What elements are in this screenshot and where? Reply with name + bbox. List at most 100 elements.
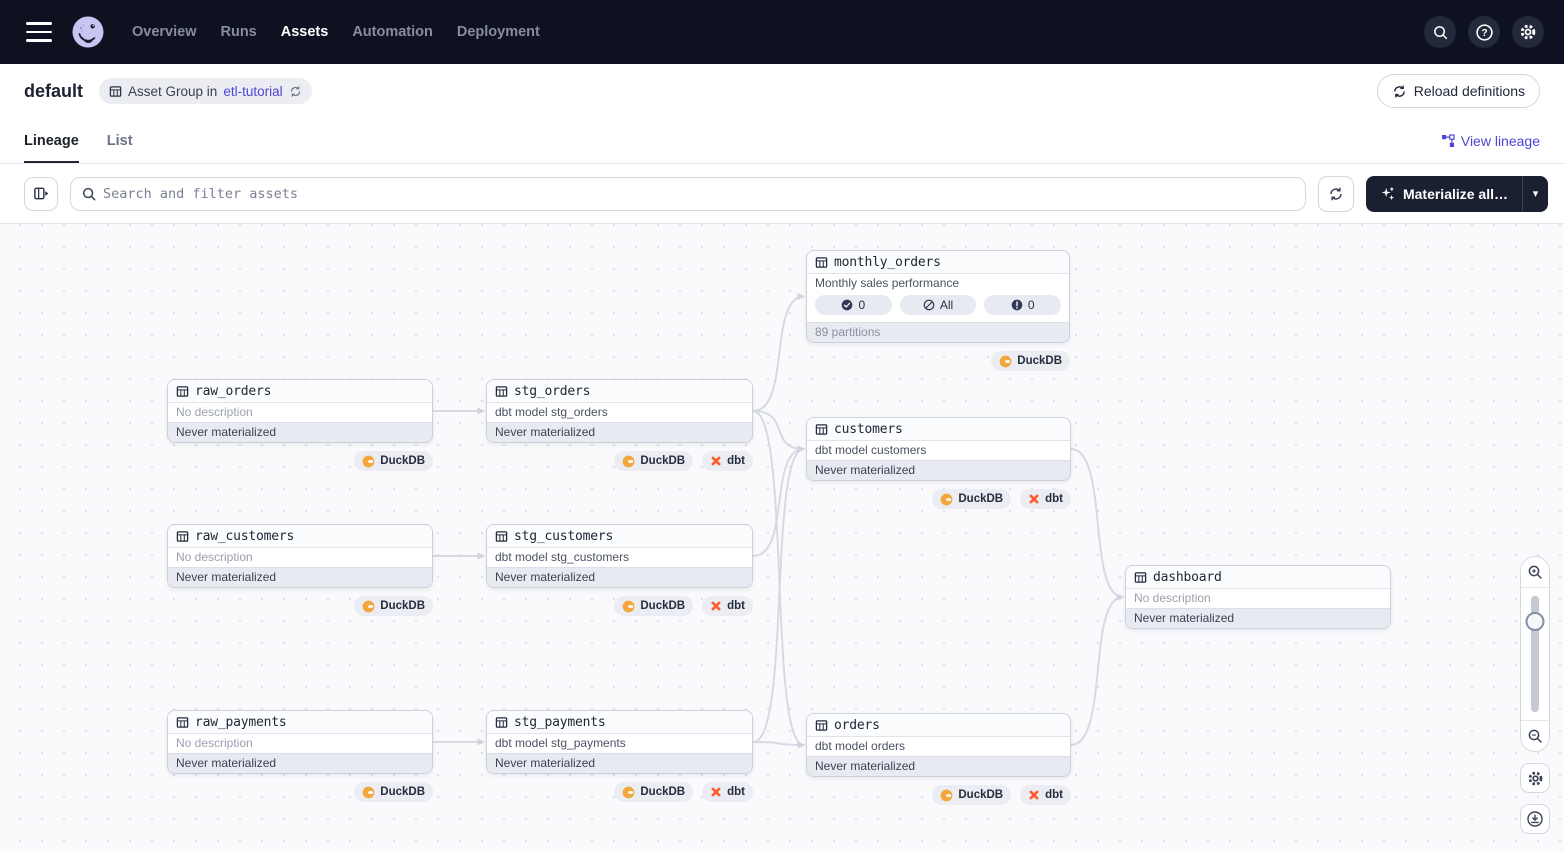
asset-status: Never materialized: [487, 567, 752, 587]
status-pill[interactable]: 0: [984, 295, 1062, 315]
zoom-out-button[interactable]: [1521, 721, 1549, 751]
help-button[interactable]: ?: [1468, 16, 1500, 48]
kind-badge-dbt[interactable]: dbt: [1020, 785, 1071, 805]
hamburger-menu-icon[interactable]: [26, 22, 52, 42]
table-icon: [495, 530, 508, 543]
download-view-button[interactable]: [1520, 804, 1550, 834]
status-pill[interactable]: 0: [815, 295, 892, 315]
nav-item-overview[interactable]: Overview: [132, 24, 197, 40]
reload-definitions-label: Reload definitions: [1413, 83, 1525, 99]
top-nav: Overview Runs Assets Automation Deployment ?: [0, 0, 1564, 64]
duckdb-icon: [999, 355, 1012, 368]
kind-badge-duckdb[interactable]: DuckDB: [932, 785, 1012, 805]
asset-description: Monthly sales performance: [807, 274, 1069, 293]
asset-header: stg_orders: [487, 380, 752, 403]
code-location-link[interactable]: etl-tutorial: [223, 83, 283, 99]
asset-description: dbt model stg_payments: [487, 734, 752, 753]
nav-item-assets[interactable]: Assets: [280, 24, 329, 40]
asset-description: No description: [168, 548, 432, 567]
nav-item-automation[interactable]: Automation: [352, 24, 433, 40]
search-wrap: [70, 176, 1306, 211]
settings-icon: [1519, 23, 1537, 41]
asset-header: customers: [807, 418, 1070, 441]
kind-badge-dbt[interactable]: dbt: [702, 596, 753, 616]
duckdb-icon: [940, 493, 953, 506]
kind-badge-duckdb[interactable]: DuckDB: [614, 782, 694, 802]
view-lineage-link[interactable]: View lineage: [1441, 118, 1540, 163]
kind-badge-dbt[interactable]: dbt: [702, 451, 753, 471]
kind-badge-duckdb[interactable]: DuckDB: [354, 451, 433, 471]
sync-icon: [290, 85, 300, 97]
search-input[interactable]: [70, 176, 1306, 211]
nav-item-deployment[interactable]: Deployment: [456, 24, 540, 40]
asset-description: dbt model stg_orders: [487, 403, 752, 422]
partition-status-pills: 0 All 0: [815, 295, 1062, 315]
edge-stg_customers-to-customers: [752, 445, 805, 557]
kind-badge-duckdb[interactable]: DuckDB: [991, 351, 1070, 371]
kind-badge-duckdb[interactable]: DuckDB: [614, 451, 694, 471]
kind-badge-label: DuckDB: [640, 455, 686, 467]
asset-status: Never materialized: [168, 753, 432, 773]
table-icon: [815, 256, 828, 269]
zoom-in-button[interactable]: [1521, 557, 1549, 587]
refresh-button[interactable]: [1317, 175, 1354, 212]
kind-badge-label: dbt: [727, 786, 745, 798]
nav-item-runs[interactable]: Runs: [220, 24, 257, 40]
page-header: default Asset Group in etl-tutorial Relo…: [0, 64, 1564, 118]
asset-description: dbt model stg_customers: [487, 548, 752, 567]
dbt-icon: [710, 455, 722, 467]
dagster-logo[interactable]: [70, 14, 106, 50]
zoom-slider-track[interactable]: [1531, 596, 1539, 712]
kind-badge-label: DuckDB: [380, 786, 425, 798]
search-button[interactable]: [1424, 16, 1456, 48]
materialize-dropdown-button[interactable]: ▾: [1522, 175, 1548, 212]
lineage-toolbar: Materialize all… ▾: [0, 164, 1564, 224]
open-panel-button[interactable]: [24, 176, 58, 211]
help-icon: ?: [1475, 23, 1494, 42]
kind-badge-duckdb[interactable]: DuckDB: [354, 596, 433, 616]
divider: [1521, 587, 1549, 588]
status-pill[interactable]: All: [899, 295, 977, 315]
edge-stg_payments-to-customers: [752, 445, 805, 743]
reload-definitions-button[interactable]: Reload definitions: [1376, 74, 1540, 108]
kind-badge-label: DuckDB: [380, 455, 425, 467]
kind-badges: DuckDB dbt: [806, 785, 1071, 805]
graph-settings-button[interactable]: [1520, 763, 1550, 793]
zoom-panel: [1520, 556, 1550, 752]
zoom-slider-handle[interactable]: [1525, 612, 1545, 631]
settings-button[interactable]: [1512, 16, 1544, 48]
kind-badges: DuckDB dbt: [806, 489, 1071, 509]
materialize-all-button[interactable]: Materialize all…: [1365, 175, 1522, 212]
kind-badge-label: dbt: [1045, 493, 1063, 505]
kind-badge-dbt[interactable]: dbt: [702, 782, 753, 802]
kind-badge-duckdb[interactable]: DuckDB: [932, 489, 1012, 509]
edge-stg_orders-to-customers: [752, 410, 805, 453]
tab-list[interactable]: List: [106, 132, 133, 149]
kind-badges: DuckDB: [806, 351, 1070, 371]
kind-badge-label: DuckDB: [380, 600, 425, 612]
kind-badge-duckdb[interactable]: DuckDB: [354, 782, 433, 802]
asset-header: raw_orders: [168, 380, 432, 403]
kind-badge-dbt[interactable]: dbt: [1020, 489, 1071, 509]
asset-description: dbt model customers: [807, 441, 1070, 460]
table-icon: [815, 719, 828, 732]
tab-lineage[interactable]: Lineage: [24, 118, 79, 163]
lineage-icon: [1441, 133, 1455, 147]
kind-badge-duckdb[interactable]: DuckDB: [614, 596, 694, 616]
